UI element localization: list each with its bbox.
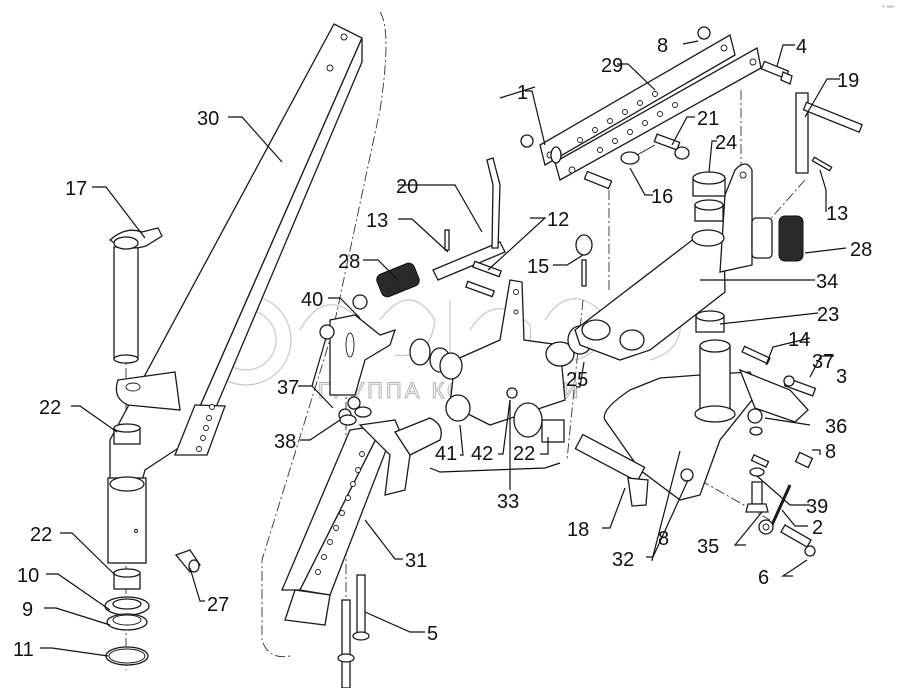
callout-22-center: 22 [513, 443, 535, 465]
part-8-nut-right [794, 451, 814, 469]
callout-12: 12 [547, 209, 569, 231]
callout-34: 34 [816, 271, 838, 293]
part-16-ring [620, 144, 656, 165]
part-34-swing-arm [574, 163, 773, 361]
callout-5: 5 [427, 623, 438, 645]
callout-25: 25 [566, 369, 588, 391]
part-22-bushing-upper [113, 423, 141, 445]
part-36-nut [747, 408, 763, 436]
part-9-seal [106, 613, 148, 631]
callout-13-right: 13 [826, 203, 848, 225]
part-29-hitch-plates [539, 34, 762, 181]
callout-38: 38 [274, 431, 296, 453]
part-30-main-beam [107, 23, 363, 564]
part-38-washers [339, 406, 372, 426]
callout-4: 4 [796, 36, 807, 58]
callout-15: 15 [527, 256, 549, 278]
part-22-bushing-arm [694, 199, 724, 222]
callout-14: 14 [788, 329, 810, 351]
part-28-spring-right [778, 215, 804, 262]
part-2-eye-bolt [758, 484, 792, 535]
callout-37-left: 37 [277, 377, 299, 399]
part-15-pin [575, 234, 593, 287]
callout-10: 10 [17, 565, 39, 587]
callout-11: 11 [13, 639, 34, 661]
callout-18: 18 [567, 519, 589, 541]
callout-9: 9 [22, 599, 33, 621]
part-6-bolt [780, 524, 816, 557]
callout-37-right: 37 [812, 351, 834, 373]
callout-35: 35 [697, 536, 719, 558]
callout-16: 16 [651, 186, 673, 208]
callout-39: 39 [806, 496, 828, 518]
part-22-bushing-lower [113, 568, 141, 590]
callout-40: 40 [301, 289, 323, 311]
callout-36: 36 [825, 416, 847, 438]
callout-13-left: 13 [366, 210, 388, 232]
callout-17: 17 [65, 178, 87, 200]
leader-lines [40, 40, 847, 657]
part-13-pin-left [444, 229, 450, 251]
callout-24: 24 [715, 132, 737, 154]
part-21-lynch-pin [653, 133, 690, 160]
corner-mark: •ᐧ ∞∞ [882, 4, 894, 10]
part-20-handle [432, 157, 506, 281]
part-19-t-pin [795, 92, 863, 174]
part-11-snap-ring [105, 646, 149, 666]
callout-28-left: 28 [338, 251, 360, 273]
callout-42: 42 [471, 443, 493, 465]
part-10-washer [104, 596, 150, 616]
plate-holes [577, 91, 678, 153]
callout-22-upper: 22 [39, 397, 61, 419]
part-5-bolts [337, 574, 370, 688]
callout-20: 20 [396, 176, 418, 198]
part-18-pin [574, 433, 649, 507]
part-8-nuts-top [520, 26, 711, 148]
callout-19: 19 [837, 70, 859, 92]
part-27-grease-nipple [174, 549, 201, 573]
callout-2: 2 [812, 517, 823, 539]
callout-1: 1 [517, 82, 528, 104]
callout-29: 29 [601, 55, 623, 77]
callout-21: 21 [697, 108, 719, 130]
callout-31: 31 [405, 550, 427, 572]
part-4-bolt-lower [583, 170, 613, 190]
part-24-collar [692, 171, 726, 197]
callout-8-plate: 8 [658, 528, 669, 550]
callout-8-right: 8 [825, 441, 836, 463]
part-13-pin-right [811, 156, 833, 172]
part-31-drawbar [281, 417, 442, 626]
part-39-washer [749, 454, 770, 477]
part-12-pins [464, 260, 503, 298]
part-23-bushing [695, 310, 725, 333]
callout-30: 30 [197, 108, 219, 130]
callout-22-lower: 22 [30, 524, 52, 546]
callout-41: 41 [435, 443, 457, 465]
part-33-pivot-housing [409, 279, 593, 443]
part-8-nut-plate [680, 468, 694, 482]
callout-labels: 30 17 20 13 28 40 37 38 22 22 10 9 11 27… [13, 35, 872, 661]
part-40-bracket [319, 294, 397, 396]
callout-27: 27 [207, 594, 229, 616]
part-35-bolt [745, 481, 769, 513]
part-3-bolt [783, 375, 817, 397]
part-14-pin [741, 345, 771, 365]
callout-28-right: 28 [850, 239, 872, 261]
callout-33: 33 [497, 491, 519, 513]
callout-32: 32 [612, 549, 634, 571]
part-1-spacer [550, 146, 562, 164]
callout-3: 3 [836, 366, 847, 388]
callout-8-top: 8 [657, 35, 668, 57]
part-17-locking-pin [108, 227, 163, 364]
part-4-bolt-top [760, 60, 793, 85]
callout-6: 6 [758, 567, 769, 589]
callout-23: 23 [817, 304, 839, 326]
